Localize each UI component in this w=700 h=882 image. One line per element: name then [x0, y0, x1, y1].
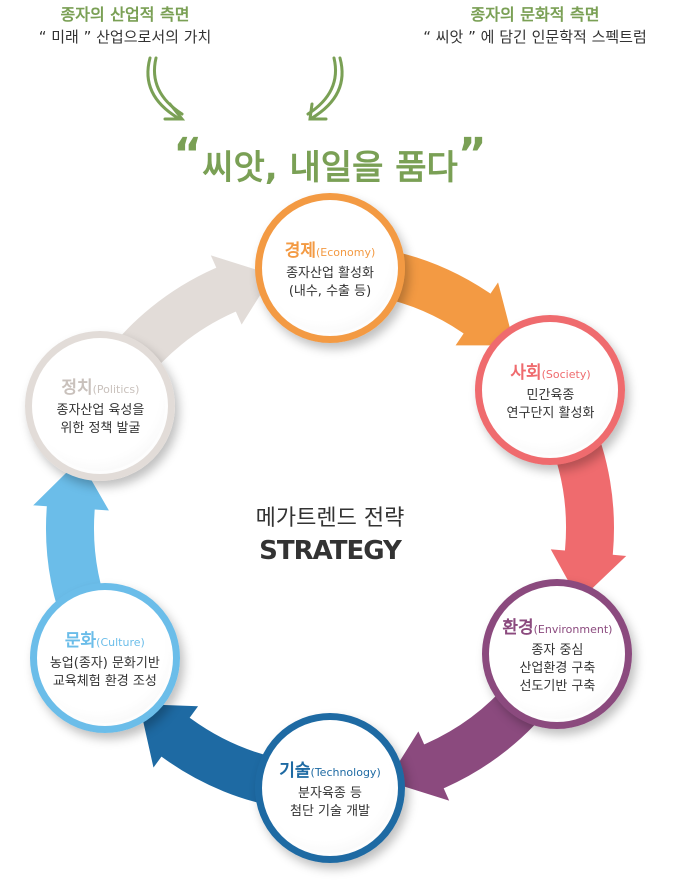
node-title-ko: 정치	[61, 378, 93, 399]
node-title: 문화(Culture)	[65, 626, 145, 651]
node-title: 경제(Economy)	[285, 236, 376, 261]
node-line: (내수, 수출 등)	[288, 283, 372, 299]
slogan: “씨앗, 내일을 품다”	[170, 133, 490, 189]
cultural-aspect-text: “ 씨앗 ” 에 담긴 인문학적 스펙트럼	[423, 28, 647, 46]
center-korean: 메가트렌드 전략	[255, 506, 405, 531]
node-line: 민간육종	[526, 387, 575, 403]
node-title: 기술(Technology)	[279, 756, 380, 781]
industrial-aspect-heading: 종자의 산업적 측면	[60, 5, 190, 24]
node-title: 사회(Society)	[510, 358, 590, 383]
node-line: 종자 중심	[531, 642, 584, 658]
node-title-ko: 사회	[510, 362, 542, 383]
cultural-aspect-heading: 종자의 문화적 측면	[470, 5, 600, 24]
curved-arrow-left-icon	[146, 56, 186, 121]
node-title-en: (Technology)	[310, 765, 381, 779]
node-line: 종자산업 육성을	[56, 403, 145, 419]
node-title-en: (Society)	[541, 367, 591, 381]
node-economy: 경제(Economy) 종자산업 활성화 (내수, 수출 등)	[255, 193, 405, 343]
node-title-ko: 경제	[284, 240, 317, 261]
node-description: 종자산업 활성화 (내수, 수출 등)	[286, 265, 374, 301]
node-title-en: (Economy)	[316, 245, 376, 259]
industrial-aspect-note: 종자의 산업적 측면 “ 미래 ” 산업으로서의 가치	[0, 4, 250, 48]
node-line: 분자육종 등	[298, 785, 362, 801]
node-line: 선도기반 구축	[519, 678, 596, 694]
node-line: 산업환경 구축	[519, 660, 596, 676]
close-quote: ”	[457, 129, 487, 180]
center-label: 메가트렌드 전략 STRATEGY	[220, 500, 440, 566]
node-line: 위한 정책 발굴	[60, 421, 141, 437]
node-title-ko: 환경	[502, 617, 534, 638]
node-title-ko: 문화	[64, 630, 97, 651]
node-title-ko: 기술	[279, 760, 311, 781]
node-title: 정치(Politics)	[61, 373, 139, 398]
node-line: 연구단지 활성화	[506, 405, 595, 421]
node-title-en: (Culture)	[96, 635, 145, 649]
center-english: STRATEGY	[259, 536, 402, 566]
node-title: 환경(Environment)	[502, 613, 612, 638]
industrial-aspect-text: “ 미래 ” 산업으로서의 가치	[38, 28, 212, 46]
node-line: 농업(종자) 문화기반	[49, 655, 160, 671]
node-line: 종자산업 활성화	[286, 265, 374, 281]
open-quote: “	[173, 129, 203, 180]
node-line: 교육체험 환경 조성	[52, 673, 157, 689]
slogan-text: 씨앗, 내일을 품다	[202, 148, 458, 188]
node-title-en: (Politics)	[92, 383, 140, 397]
node-line: 첨단 기술 개발	[289, 803, 371, 819]
curved-arrow-right-icon	[306, 56, 344, 121]
node-title-en: (Environment)	[533, 622, 613, 636]
cultural-aspect-note: 종자의 문화적 측면 “ 씨앗 ” 에 담긴 인문학적 스펙트럼	[370, 4, 700, 48]
